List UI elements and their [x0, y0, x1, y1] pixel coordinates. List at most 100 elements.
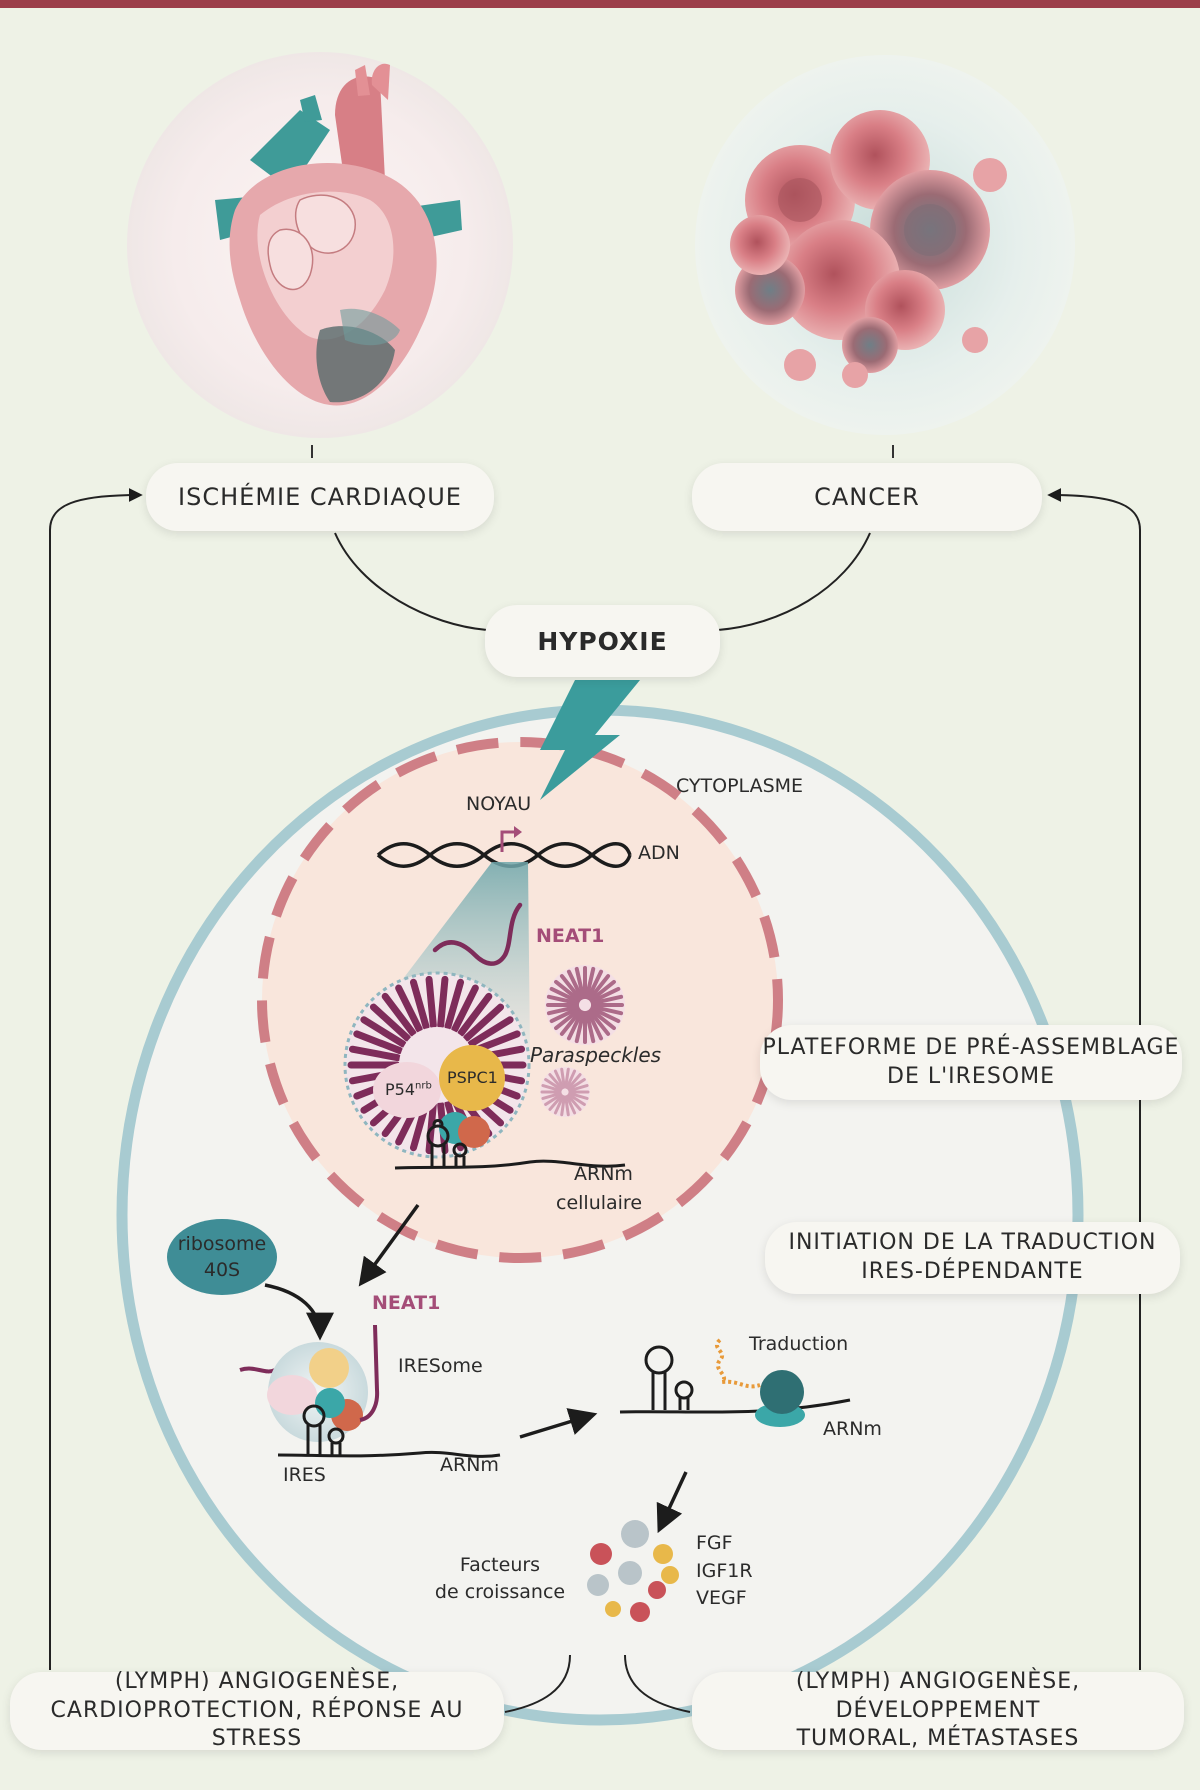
paraspeckle-ray — [566, 1094, 582, 1111]
iresome-label: IRESome — [398, 1355, 483, 1377]
paraspeckle-ray — [463, 1003, 505, 1042]
paraspeckle-ray — [546, 994, 580, 1006]
growth-factor-dots — [587, 1520, 679, 1622]
initiation-arrow — [519, 1408, 598, 1439]
ischemia-text: ISCHÉMIE CARDIAQUE — [178, 483, 462, 511]
factor-fgf: FGF — [696, 1532, 733, 1554]
paraspeckle-ray — [590, 1006, 621, 1024]
hypoxia-text: HYPOXIE — [537, 626, 668, 656]
growth-factors-line1: Facteurs — [459, 1554, 541, 1576]
paraspeckle-ray — [586, 1010, 604, 1041]
pspc1-protein — [439, 1045, 505, 1111]
neat1-cyto-label: NEAT1 — [372, 1292, 441, 1314]
paraspeckle-ray — [567, 1078, 586, 1091]
transcription-start-icon — [500, 830, 516, 852]
export-arrow — [358, 1203, 420, 1287]
paraspeckle-ray — [381, 992, 417, 1037]
paraspeckle-ray — [553, 1069, 565, 1089]
paraspeckle-ray — [566, 1073, 582, 1090]
translating-mrna — [619, 1345, 851, 1414]
paraspeckle-ray — [360, 1016, 407, 1048]
p54-sup-text: nrb — [415, 1080, 432, 1092]
paraspeckle-ray — [544, 1093, 563, 1106]
neat1-rna-strand — [432, 902, 523, 966]
paraspeckle-ray — [554, 979, 581, 1003]
paraspeckle-ray — [564, 1095, 570, 1117]
paraspeckle-ray — [548, 1094, 564, 1111]
right-outcome-label: (LYMPH) ANGIOGENÈSE, DÉVELOPPEMENT TUMOR… — [692, 1669, 1184, 1751]
paraspeckle-ray — [353, 1030, 404, 1055]
paraspeckle-ray — [589, 1007, 616, 1031]
factor-vegf: VEGF — [696, 1587, 747, 1610]
pspc1-label: PSPC1 — [447, 1068, 498, 1087]
cancer-text: CANCER — [814, 483, 920, 511]
iresome-mrna — [277, 1404, 501, 1458]
paraspeckle-ray — [395, 984, 423, 1033]
paraspeckle-ray — [544, 1078, 563, 1091]
ischemia-hypoxia-link — [334, 532, 488, 631]
paraspeckle-small-2 — [540, 1067, 590, 1117]
paraspeckle-ray — [587, 1009, 611, 1036]
secretion-arrow — [656, 1471, 688, 1534]
dna-label: ADN — [638, 842, 680, 864]
nascent-peptide — [714, 1338, 761, 1389]
paraspeckle-small-1 — [545, 965, 625, 1045]
paraspeckle-ray — [548, 1073, 564, 1090]
left-outcome-label: (LYMPH) ANGIOGENÈSE, CARDIOPROTECTION, R… — [10, 1669, 504, 1751]
ischemia-label: ISCHÉMIE CARDIAQUE — [146, 463, 494, 531]
paraspeckle-ray — [467, 1016, 514, 1048]
tumor-illustration — [730, 110, 1007, 388]
preassembly-line2: DE L'IRESOME — [887, 1063, 1055, 1089]
cancer-hypoxia-link — [717, 532, 871, 631]
paraspeckle-ray — [568, 1091, 589, 1100]
paraspeckle-ray — [566, 1010, 584, 1041]
preassembly-label: PLATEFORME DE PRÉ-ASSEMBLAGE DE L'IRESOM… — [760, 1025, 1182, 1100]
paraspeckle-ray — [546, 1004, 580, 1016]
paraspeckle-ray — [586, 969, 604, 1000]
paraspeckle-ray — [451, 984, 479, 1033]
hypoxia-label: HYPOXIE — [485, 605, 720, 677]
paraspeckle-ray — [444, 978, 465, 1031]
itaf-orange-protein — [458, 1116, 490, 1148]
paraspeckle-ray — [425, 975, 437, 1029]
paraspeckle-ray — [568, 1084, 589, 1093]
lightning-bolt-icon — [540, 680, 640, 800]
paraspeckle-ray — [560, 1095, 566, 1117]
paraspeckle-ray — [584, 1010, 596, 1044]
paraspeckles-label: Paraspeckles — [530, 1043, 662, 1067]
right-outcome-line1: (LYMPH) ANGIOGENÈSE, DÉVELOPPEMENT — [795, 1669, 1081, 1723]
cancer-label: CANCER — [692, 463, 1042, 531]
paraspeckle-ray — [549, 986, 580, 1004]
mrna-ires-label: ARNm — [440, 1454, 499, 1476]
top-accent-bar — [0, 0, 1200, 8]
translation-label: Traduction — [749, 1333, 849, 1355]
paraspeckle-ray — [584, 966, 596, 1000]
neat1-nucleus-label: NEAT1 — [536, 925, 605, 947]
mrna-cell-label-2: cellulaire — [556, 1192, 643, 1214]
ribosome-label: ribosome 40S — [173, 1232, 271, 1283]
paraspeckle-ray — [369, 1003, 411, 1042]
paraspeckle-ray — [541, 1091, 562, 1100]
paraspeckle-ray — [566, 969, 584, 1000]
paraspeckle-ray — [559, 974, 583, 1001]
cytoplasm-label: CYTOPLASME — [676, 775, 804, 797]
paraspeckle-ray — [574, 966, 586, 1000]
ribosome-arrow — [264, 1283, 334, 1341]
initiation-label: INITIATION DE LA TRADUCTION IRES-DÉPENDA… — [765, 1222, 1180, 1294]
left-outcome-line1: (LYMPH) ANGIOGENÈSE, — [114, 1669, 400, 1695]
paraspeckle-ray — [559, 1009, 583, 1036]
right-feedback-arrow — [1047, 488, 1141, 1670]
paraspeckle-ray — [348, 1045, 402, 1062]
mrna-cell-label-1: ARNm — [574, 1163, 633, 1185]
p54nrb-label: P54nrb — [385, 1080, 432, 1099]
paraspeckle-ray — [564, 1067, 570, 1089]
paraspeckle-ray — [567, 1093, 586, 1106]
mrna-translation-label: ARNm — [823, 1418, 882, 1440]
paraspeckle-ray — [541, 1084, 562, 1093]
paraspeckle-ray — [565, 1095, 577, 1115]
paraspeckle-ray — [590, 1004, 624, 1016]
ribosome-label-2: 40S — [203, 1258, 241, 1281]
paraspeckle-ray — [574, 1010, 586, 1044]
paraspeckle-ray — [565, 1069, 577, 1089]
